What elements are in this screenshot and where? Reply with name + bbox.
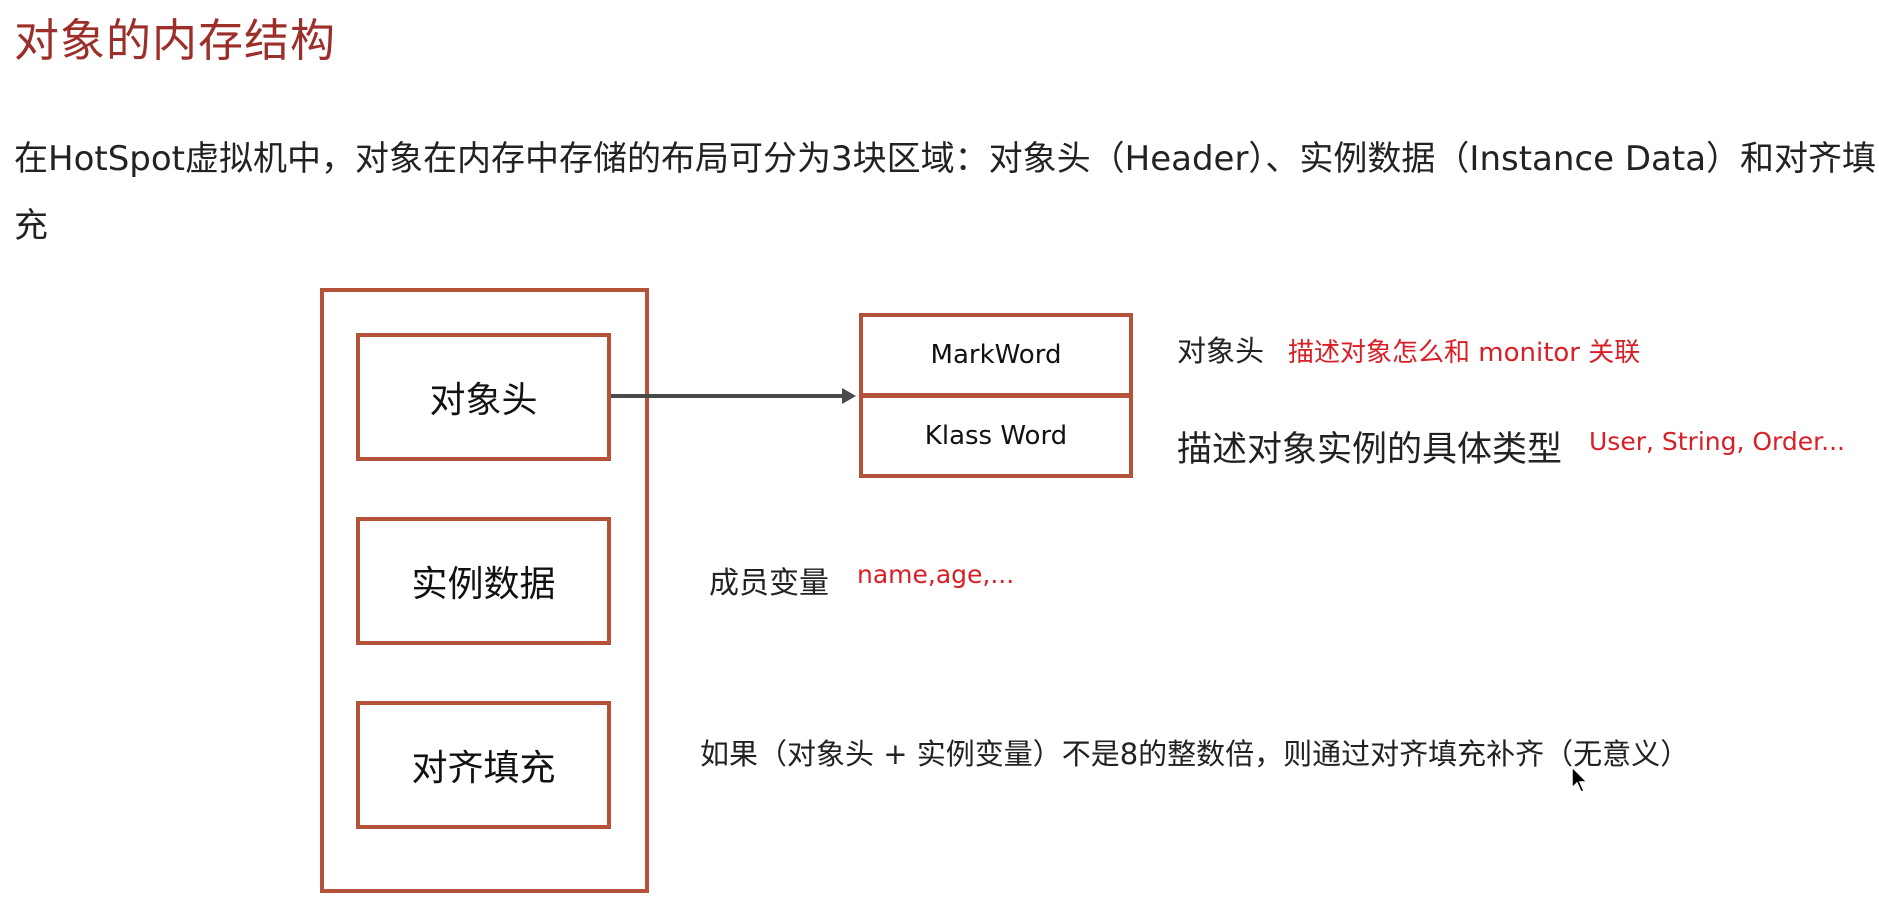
object-header-box: 对象头 (356, 333, 611, 461)
instance-data-label: 实例数据 (411, 564, 556, 605)
markword-note-desc: 描述对象怎么和 monitor 关联 (1288, 338, 1641, 368)
object-memory-box (320, 288, 649, 893)
markword-note-label: 对象头 (1177, 334, 1265, 368)
klassword-box: Klass Word (859, 394, 1133, 478)
padding-box: 对齐填充 (356, 701, 611, 829)
arrowhead-icon (842, 388, 856, 404)
markword-label: MarkWord (930, 340, 1062, 370)
data-note-examples: name,age,... (857, 560, 1015, 589)
klass-note-label: 描述对象实例的具体类型 (1177, 430, 1563, 470)
page-title: 对象的内存结构 (14, 14, 337, 67)
object-header-label: 对象头 (429, 380, 538, 421)
mouse-cursor-icon (1571, 766, 1589, 793)
padding-note-desc: 如果（对象头 + 实例变量）不是8的整数倍，则通过对齐填充补齐（无意义） (700, 737, 1690, 771)
klass-note-examples: User, String, Order... (1589, 427, 1845, 456)
data-note-label: 成员变量 (709, 566, 829, 601)
instance-data-box: 实例数据 (356, 517, 611, 645)
klassword-label: Klass Word (924, 421, 1068, 451)
markword-box: MarkWord (859, 313, 1133, 397)
padding-label: 对齐填充 (411, 748, 556, 789)
intro-paragraph: 在HotSpot虚拟机中，对象在内存中存储的布局可分为3块区域：对象头（Head… (14, 139, 1877, 246)
